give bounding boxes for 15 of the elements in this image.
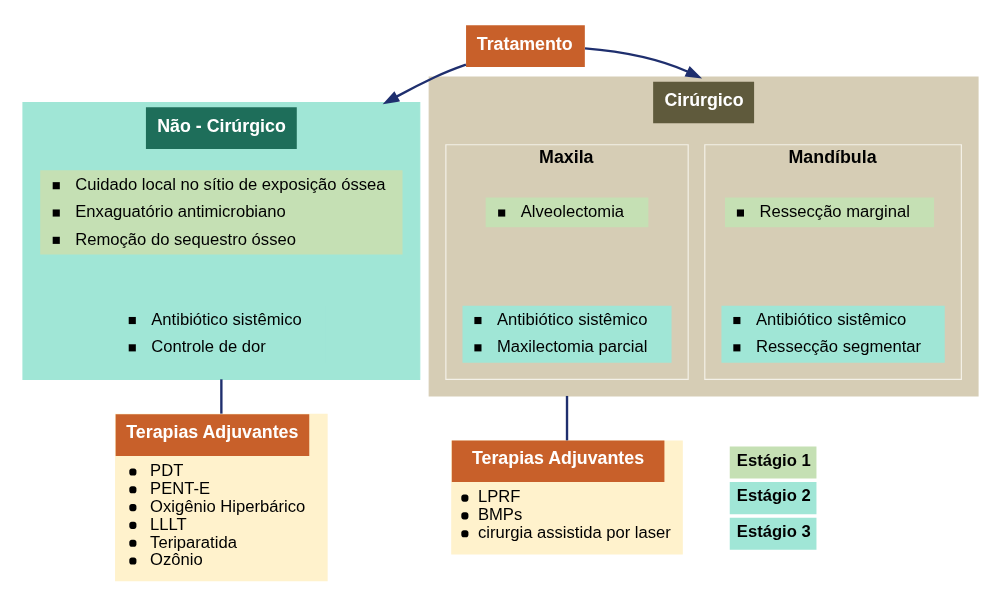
node-box: Antibiótico sistêmico Ressecção segmentar: [721, 305, 945, 363]
legend-label: Estágio 3: [736, 521, 811, 541]
legend-label: Estágio 1: [736, 450, 811, 470]
node-label: Antibiótico sistêmico: [151, 309, 302, 329]
arrow: [382, 63, 467, 104]
node-box: Tratamento: [466, 24, 585, 67]
arrow: [584, 46, 703, 79]
node-label: Controle de dor: [151, 336, 266, 356]
connector: [220, 378, 223, 414]
node-box: Cuidado local no sítio de exposição óssea Enxaguatório antimicrobiano Remoção do sequestro ósseo: [40, 169, 403, 255]
node-box: Antibiótico sistêmico Maxilectomia parcial: [462, 305, 672, 363]
node-box: Alveolectomia: [485, 197, 649, 227]
legend-label: Estágio 2: [736, 485, 811, 505]
connector: [565, 395, 569, 440]
node-box: Ressecção marginal: [725, 197, 935, 227]
